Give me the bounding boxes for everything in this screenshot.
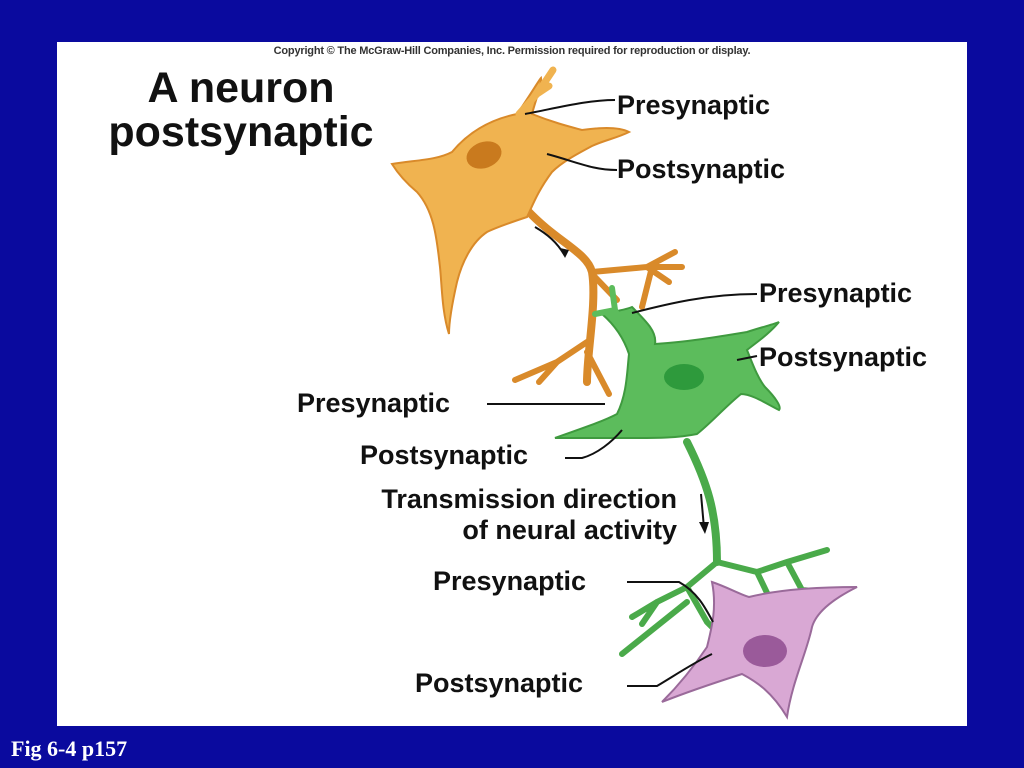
leader-n2-pre-right	[631, 293, 758, 314]
diagram-title: A neuron postsynaptic	[71, 66, 411, 154]
orange-top-dendrite	[515, 66, 557, 118]
diagram-panel: Copyright © The McGraw-Hill Companies, I…	[57, 42, 967, 726]
leader-n1-pre	[524, 99, 616, 115]
leader-n2-post-left	[565, 429, 623, 459]
leader-lines	[487, 99, 758, 687]
label-n2-presynaptic-left: Presynaptic	[297, 388, 451, 418]
orange-neuron	[390, 66, 685, 397]
label-n1-presynaptic: Presynaptic	[617, 90, 771, 120]
leader-n3-pre	[627, 581, 714, 623]
green-top-dendrite	[592, 285, 632, 345]
orange-axon	[523, 206, 598, 386]
title-line-1: A neuron	[147, 64, 335, 112]
copyright-notice: Copyright © The McGraw-Hill Companies, I…	[273, 45, 751, 57]
title-line-2: postsynaptic	[108, 108, 374, 156]
label-n2-postsynaptic-right: Postsynaptic	[759, 342, 928, 372]
green-axon	[683, 438, 721, 566]
label-n2-presynaptic-right: Presynaptic	[759, 278, 913, 308]
orange-soma	[390, 75, 632, 335]
label-n3-postsynaptic: Postsynaptic	[415, 668, 584, 698]
purple-neuron	[661, 580, 858, 720]
leader-n2-post-right	[736, 355, 758, 361]
leader-n3-post	[627, 653, 713, 687]
transmission-line-2: of neural activity	[462, 515, 677, 545]
down-arrowhead-icon	[699, 522, 709, 534]
transmission-direction-label: Transmission direction of neural activit…	[381, 484, 677, 546]
neuron-chain-illustration	[390, 66, 858, 720]
label-n1-postsynaptic: Postsynaptic	[617, 154, 786, 184]
label-n3-presynaptic: Presynaptic	[433, 566, 587, 596]
arrowhead-icon	[560, 248, 569, 258]
green-nucleus	[664, 364, 704, 390]
orange-axon-branches	[512, 249, 685, 397]
label-n2-postsynaptic-left: Postsynaptic	[360, 440, 529, 470]
transmission-line-1: Transmission direction	[381, 484, 677, 514]
orange-nucleus	[466, 141, 502, 169]
purple-nucleus	[743, 635, 787, 667]
leader-n1-post	[546, 153, 618, 171]
figure-reference: Fig 6-4 p157	[11, 736, 128, 761]
